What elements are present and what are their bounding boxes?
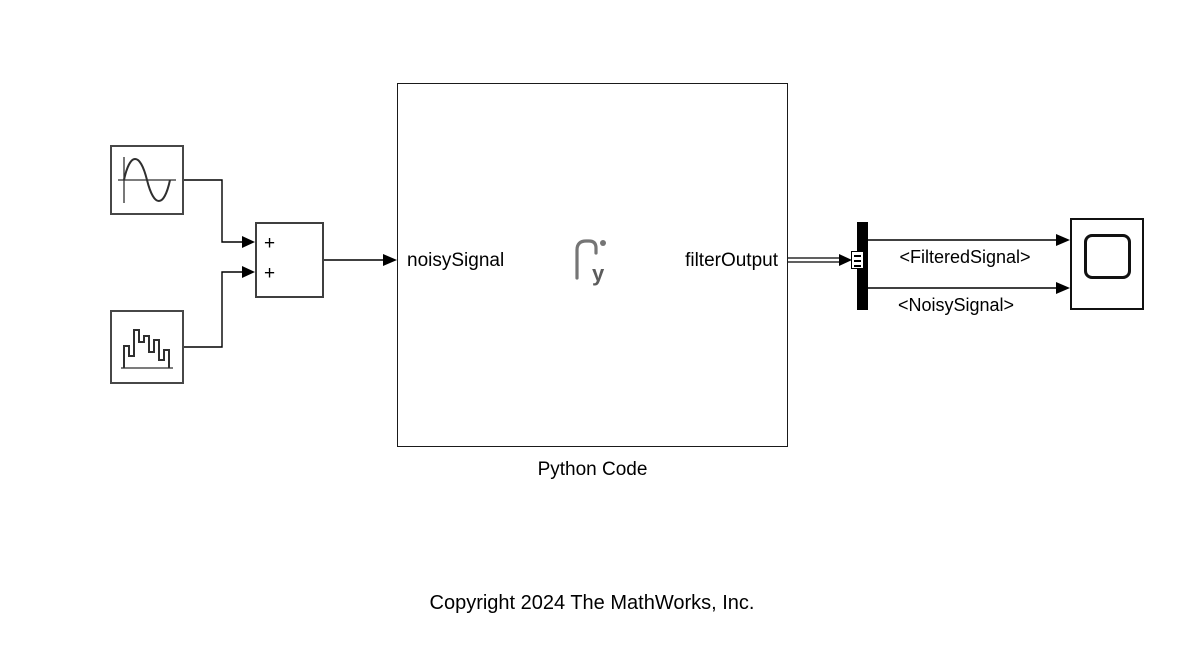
noise-signal-icon <box>121 329 173 369</box>
svg-text:y: y <box>592 261 605 286</box>
scope-block[interactable] <box>1070 218 1144 310</box>
wire-sum-to-python[interactable] <box>324 254 397 266</box>
noise-source-block[interactable] <box>110 310 184 384</box>
python-icon: y <box>570 236 616 286</box>
bus-port-icon <box>851 251 864 269</box>
sine-wave-block[interactable] <box>110 145 184 215</box>
python-block-name: Python Code <box>537 459 648 480</box>
sum-plus-sign-top: + <box>264 233 276 254</box>
sum-plus-sign-bottom: + <box>264 263 276 284</box>
sine-wave-icon <box>118 157 176 203</box>
copyright-annotation: Copyright 2024 The MathWorks, Inc. <box>429 592 755 614</box>
filtered-signal-label: <FilteredSignal> <box>899 247 1031 267</box>
sum-block[interactable]: + + <box>255 222 324 298</box>
scope-display-icon <box>1084 234 1131 279</box>
wire-noise-to-sum[interactable] <box>184 266 255 348</box>
noisy-signal-label: <NoisySignal> <box>897 295 1015 315</box>
python-output-port-label: filterOutput <box>685 250 778 271</box>
wire-noisy-to-scope[interactable] <box>868 282 1070 294</box>
python-code-block[interactable]: noisySignal filterOutput y <box>397 83 788 447</box>
python-input-port-label: noisySignal <box>407 250 505 271</box>
wire-filtered-to-scope[interactable] <box>868 234 1070 246</box>
bus-wire-python-to-busselector[interactable] <box>788 254 852 266</box>
wire-sine-to-sum[interactable] <box>184 179 255 248</box>
